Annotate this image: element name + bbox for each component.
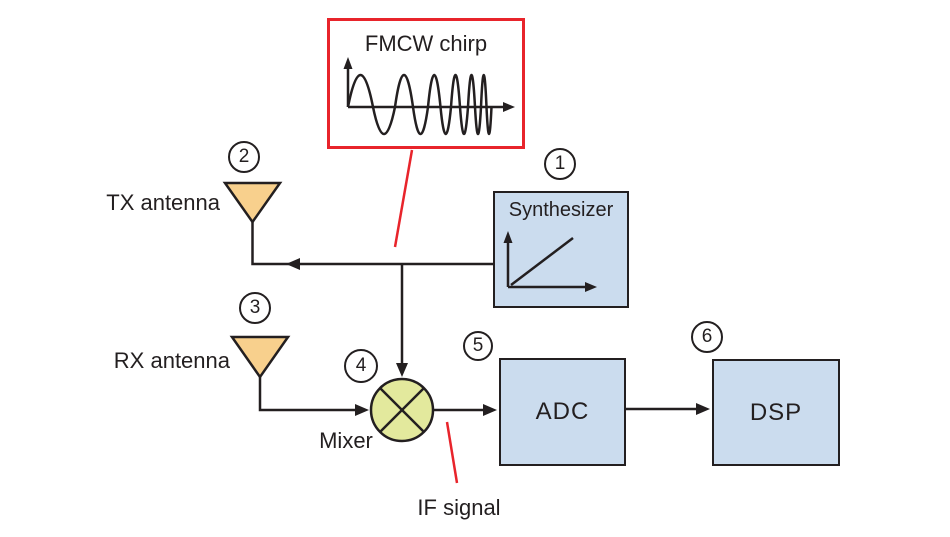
rx-antenna-icon <box>229 335 291 380</box>
adc-arrowhead-icon <box>483 404 497 416</box>
mixer-rf-arrowhead-icon <box>355 404 369 416</box>
chirp-waveform-icon <box>343 57 515 135</box>
mixer-lo-arrowhead-icon <box>396 363 408 377</box>
tx-antenna-label: TX antenna <box>106 190 220 215</box>
dsp-label: DSP <box>749 398 803 426</box>
adc-label: ADC <box>535 398 590 425</box>
synth-to-tx-line <box>251 222 493 266</box>
ramp-waveform-icon <box>503 231 597 292</box>
fmcw-chirp-leader-line <box>393 149 414 248</box>
fmcw-chirp-callout-box: FMCW chirp <box>327 18 525 149</box>
step-badge-synthesizer: 1 <box>544 148 576 180</box>
step-badge-adc: 5 <box>463 331 493 361</box>
mixer-x-stroke <box>379 387 425 433</box>
rx-to-mixer-line <box>258 377 358 412</box>
synthesizer-block: Synthesizer <box>493 191 629 308</box>
mixer-label: Mixer <box>319 428 373 453</box>
step-badge-rx-antenna: 3 <box>239 292 271 324</box>
tx-arrowhead-icon <box>286 258 300 270</box>
step-badge-dsp: 6 <box>691 321 723 353</box>
dsp-arrowhead-icon <box>696 403 710 415</box>
dsp-block: DSP <box>712 359 840 466</box>
if-signal-label: IF signal <box>417 495 501 520</box>
tx-antenna-icon <box>222 181 283 225</box>
if-signal-leader-line <box>445 421 459 484</box>
rx-antenna-label: RX antenna <box>113 348 230 373</box>
adc-block: ADC <box>499 358 626 466</box>
fmcw-chirp-label: FMCW chirp <box>364 31 488 56</box>
synthesizer-label: Synthesizer <box>508 199 614 221</box>
step-badge-tx-antenna: 2 <box>228 141 260 173</box>
step-badge-mixer: 4 <box>344 349 378 383</box>
